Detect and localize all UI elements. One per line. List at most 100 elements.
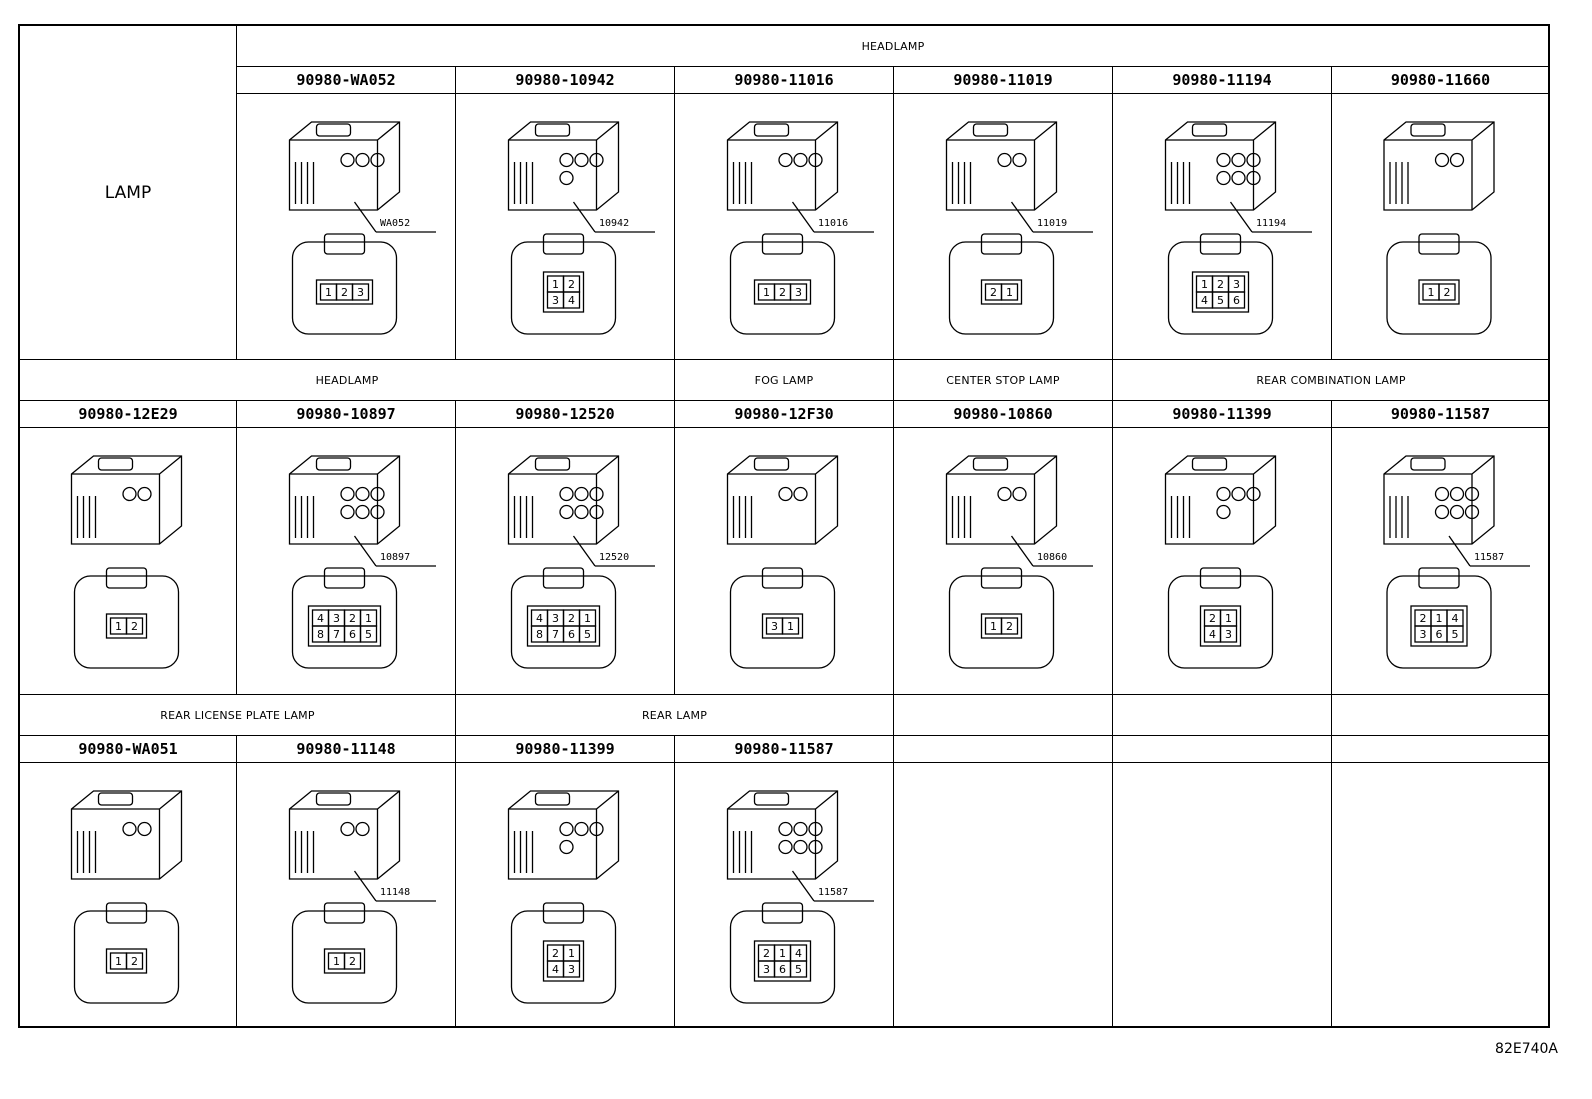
pin-cavity: [359, 625, 378, 643]
drawing-cell-r2c2: [237, 428, 456, 695]
pin-number: 1: [115, 620, 122, 633]
terminal-cavity: [559, 839, 574, 855]
terminal-cavity: [997, 152, 1012, 168]
connector-latch: [97, 457, 134, 471]
pin-cavity: [125, 952, 144, 970]
part-callout-label: WA052: [380, 218, 411, 229]
part-number-r1c1: 90980-WA052: [237, 67, 456, 94]
terminal-cavity: [793, 821, 808, 837]
part-number-r3c4: 90980-11587: [675, 736, 894, 763]
connector-housing-edges: [508, 121, 619, 210]
front-view-latch: [980, 567, 1023, 589]
pin-number: 7: [333, 628, 340, 641]
pin-cavity: [789, 283, 808, 301]
front-view-latch: [1199, 233, 1242, 255]
connector-housing-edges: [946, 455, 1057, 544]
terminal-cavity: [355, 821, 370, 837]
part-number-r1c4: 90980-11019: [894, 67, 1113, 94]
empty-cell: [894, 695, 1113, 736]
terminal-cavity: [1216, 486, 1231, 502]
pin-number: 1: [333, 955, 340, 968]
front-view-outline: [948, 241, 1055, 335]
terminal-cavity: [808, 821, 823, 837]
pin-number: 3: [568, 963, 575, 976]
terminal-cavity: [340, 152, 355, 168]
terminal-cavity: [1449, 152, 1465, 168]
pin-field-border: [753, 279, 812, 305]
connector-housing-edges: [508, 790, 619, 879]
callout-leader: [791, 870, 815, 902]
front-view-outline: [729, 241, 836, 335]
pin-number: 4: [552, 963, 559, 976]
pin-number: 2: [568, 612, 575, 625]
pin-number: 3: [333, 612, 340, 625]
connector-latch: [534, 123, 571, 137]
category-label: HEADLAMP: [861, 39, 925, 53]
pin-number: 2: [349, 955, 356, 968]
pin-field-border: [1418, 279, 1460, 305]
connector-housing-outline: [288, 790, 401, 880]
connector-housing-edges: [1165, 455, 1276, 544]
pin-number: 1: [1225, 612, 1232, 625]
pin-number: 2: [552, 947, 559, 960]
part-number-r2c4: 90980-12F30: [675, 401, 894, 428]
connector-latch: [315, 457, 352, 471]
terminal-cavity: [1246, 486, 1261, 502]
drawing-cell-r2c4: [675, 428, 894, 695]
drawing-cell-r2c6: [1113, 428, 1332, 695]
front-view-latch: [1199, 567, 1242, 589]
connector-housing-outline: [507, 121, 620, 211]
part-callout-label: 10942: [599, 218, 630, 229]
pin-cavity: [781, 617, 800, 635]
terminal-cavity: [1012, 486, 1027, 502]
pin-number: 3: [552, 612, 559, 625]
drawing-cell-r3c4: [675, 763, 894, 1028]
pin-cavity: [562, 960, 581, 978]
part-number-r3c3: 90980-11399: [456, 736, 675, 763]
pin-number: 1: [990, 620, 997, 633]
front-view-outline: [729, 575, 836, 669]
terminal-cavity: [1449, 486, 1465, 502]
terminal-cavity: [559, 152, 574, 168]
empty-cell: [894, 763, 1113, 1028]
category-fog-lamp: FOG LAMP: [675, 360, 894, 401]
pin-field-border: [105, 613, 148, 639]
pin-number: 2: [1444, 286, 1451, 299]
terminal-cavity: [574, 504, 589, 520]
terminal-cavity: [137, 486, 152, 502]
terminal-cavity: [589, 504, 604, 520]
empty-cell: [1332, 763, 1550, 1028]
terminal-cavity: [122, 821, 137, 837]
terminal-cavity: [340, 821, 355, 837]
lamp-label: LAMP: [104, 182, 152, 203]
pin-number: 2: [1006, 620, 1013, 633]
terminal-cavity: [1246, 170, 1261, 186]
pin-cavity: [789, 960, 808, 978]
part-number-r2c2: 90980-10897: [237, 401, 456, 428]
connector-latch: [753, 457, 790, 471]
drawing-cell-r2c7: [1332, 428, 1550, 695]
part-number-r1c2: 90980-10942: [456, 67, 675, 94]
connector-housing-edges: [1165, 121, 1276, 210]
terminal-cavity: [559, 504, 574, 520]
pin-field-border: [980, 279, 1023, 305]
pin-field-border: [315, 279, 374, 305]
front-view-latch: [1418, 233, 1460, 255]
part-number-r2c1: 90980-12E29: [20, 401, 237, 428]
pin-number: 3: [771, 620, 778, 633]
part-number-r2c6: 90980-11399: [1113, 401, 1332, 428]
pin-number: 2: [1420, 612, 1427, 625]
callout-leader: [1010, 201, 1034, 233]
